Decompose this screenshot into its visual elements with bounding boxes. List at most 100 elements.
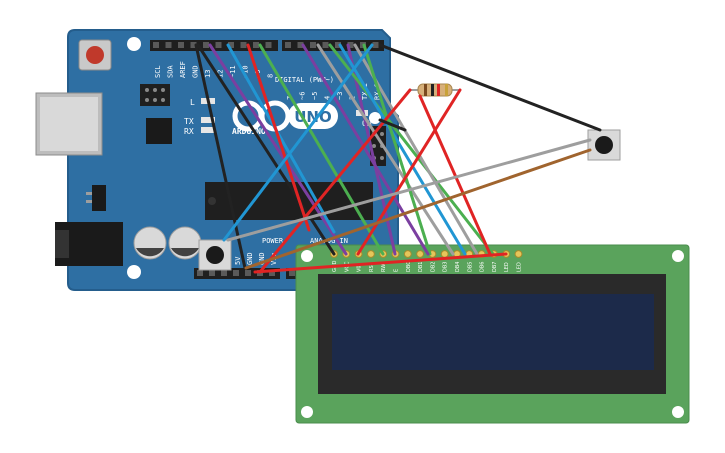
power-pin-label: GND xyxy=(258,252,266,265)
lcd-pin-label: LED xyxy=(504,262,510,272)
header-pin xyxy=(165,42,172,48)
header-pin xyxy=(197,270,203,276)
header-pin xyxy=(322,42,329,48)
header-pin xyxy=(289,270,295,276)
wire xyxy=(378,118,407,132)
header-pin xyxy=(228,42,234,48)
led-label-tx: TX xyxy=(184,117,194,126)
usb-connector xyxy=(35,92,103,156)
reset-button[interactable] xyxy=(78,39,112,71)
mount-hole-icon xyxy=(127,37,141,51)
wire xyxy=(194,43,247,270)
lcd-pin xyxy=(514,250,523,258)
header-pin-label: ~6 xyxy=(299,92,307,100)
brand-label: ARDUINO xyxy=(232,127,266,136)
capacitor xyxy=(133,226,167,260)
header-pin-label: 8 xyxy=(267,74,275,78)
lcd-pin-label: DB0 xyxy=(406,262,412,272)
icsp-header xyxy=(140,84,170,106)
header-pin xyxy=(372,42,379,48)
lcd-pin-label: DB3 xyxy=(443,262,449,272)
header-pin-label: ~5 xyxy=(311,92,319,100)
lcd-pin xyxy=(367,250,375,258)
wire xyxy=(208,43,348,256)
header-pin xyxy=(203,42,209,48)
wire xyxy=(244,148,592,270)
header-pin-label: SCL xyxy=(154,65,162,78)
lcd-pin-label: DB5 xyxy=(467,262,473,272)
header-pin xyxy=(221,270,227,276)
wire xyxy=(253,252,508,274)
lcd-pin-label: LED xyxy=(517,262,523,272)
wire xyxy=(196,43,336,256)
resistor xyxy=(410,83,460,97)
header-pin-label: AREF xyxy=(179,61,187,78)
header-pin xyxy=(245,270,251,276)
mount-hole-icon xyxy=(301,250,313,262)
capacitor xyxy=(168,226,202,260)
header-pin xyxy=(233,270,239,276)
header-pin xyxy=(347,42,354,48)
wire xyxy=(226,138,592,242)
wire xyxy=(362,43,432,256)
mount-hole-icon xyxy=(301,406,313,418)
lcd-screen xyxy=(332,294,654,370)
wire xyxy=(226,43,336,234)
wires xyxy=(194,43,602,274)
header-pin xyxy=(240,42,247,48)
wire xyxy=(316,43,455,256)
header-pin xyxy=(269,270,275,276)
header-pin-label: 4 xyxy=(324,96,332,100)
wire xyxy=(328,43,495,256)
header-pin xyxy=(265,42,272,48)
mount-hole-icon xyxy=(127,265,141,279)
power-label: POWER xyxy=(262,237,284,245)
wire xyxy=(258,43,385,256)
header-pin-label: 12 xyxy=(217,70,225,78)
led-label-l: L xyxy=(190,98,195,107)
lcd-pin-label: DB6 xyxy=(480,262,486,272)
push-button-right[interactable] xyxy=(587,129,621,161)
lcd-pin-label: RS xyxy=(369,265,375,272)
header-pin-label: ~11 xyxy=(229,65,237,78)
lcd-pin xyxy=(416,250,425,258)
power-pin-label: 5V xyxy=(234,256,242,265)
header-pin-label: 13 xyxy=(204,70,212,78)
power-pin-label: GND xyxy=(246,252,254,265)
lcd-pin-label: DB4 xyxy=(455,262,461,272)
lcd-pin xyxy=(403,250,412,258)
wire xyxy=(378,43,602,132)
mount-hole-icon xyxy=(672,406,684,418)
digital-label: DIGITAL (PWM~) xyxy=(275,76,334,84)
voltage-regulator xyxy=(86,185,106,211)
header-pin-label: ~3 xyxy=(336,92,344,100)
push-button-left[interactable] xyxy=(198,239,232,271)
lcd-pin xyxy=(440,250,449,258)
header-pin-label: SDA xyxy=(167,65,175,78)
header-pin xyxy=(178,42,184,48)
header-pin-label: ~10 xyxy=(242,65,250,78)
dc-jack xyxy=(55,222,123,266)
header-pin xyxy=(215,42,222,48)
usb-chip xyxy=(146,118,172,144)
lcd-pin-label: V0 xyxy=(357,265,363,272)
lcd-pin-label: E xyxy=(394,269,400,272)
wire xyxy=(356,88,462,256)
header-pin xyxy=(153,42,159,48)
lcd-pin-label: RW xyxy=(381,264,387,272)
wire xyxy=(258,88,412,274)
header-pin xyxy=(190,42,197,48)
wire xyxy=(338,43,467,256)
lcd-pin-label: DB1 xyxy=(418,262,424,272)
lcd-pin-label: DB7 xyxy=(492,262,498,272)
led-label-rx: RX xyxy=(184,127,194,136)
wire xyxy=(418,94,492,256)
mount-hole-icon xyxy=(369,112,381,124)
header-pin xyxy=(297,42,304,48)
header-pin xyxy=(335,42,341,48)
header-pin xyxy=(310,42,316,48)
wire xyxy=(246,43,311,232)
header-pin xyxy=(285,42,291,48)
